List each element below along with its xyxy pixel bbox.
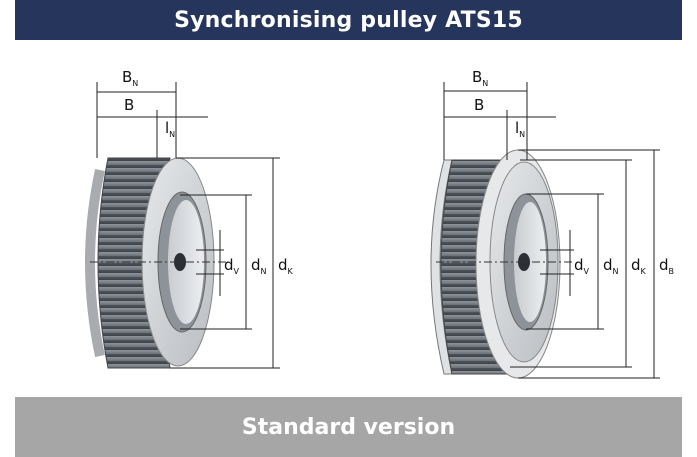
label-dv-right: dV xyxy=(574,256,590,276)
page-title: Synchronising pulley ATS15 xyxy=(174,7,523,33)
label-db-right: dB xyxy=(659,256,674,276)
label-dv-left: dV xyxy=(224,256,240,276)
label-ln-left: lN xyxy=(165,119,175,139)
label-dk-right: dK xyxy=(631,256,647,276)
label-bn-left: BN xyxy=(122,68,138,88)
dimensions-right xyxy=(443,82,660,379)
dimensions-left xyxy=(96,82,280,369)
pulley-left xyxy=(85,157,226,369)
label-dn-left: dN xyxy=(251,256,267,276)
version-label: Standard version xyxy=(241,414,456,440)
title-bar: Synchronising pulley ATS15 xyxy=(15,0,682,40)
labels-right: BN B lN dV dN dK dB xyxy=(472,68,674,276)
footer-bar: Standard version xyxy=(15,397,682,457)
label-dk-left: dK xyxy=(278,256,294,276)
label-b-right: B xyxy=(474,96,484,114)
label-dn-right: dN xyxy=(603,256,619,276)
pulley-right xyxy=(430,149,572,379)
label-ln-right: lN xyxy=(515,119,525,139)
label-bn-right: BN xyxy=(472,68,488,88)
labels-left: BN B lN dV dN dK xyxy=(122,68,294,276)
label-b-left: B xyxy=(124,96,134,114)
